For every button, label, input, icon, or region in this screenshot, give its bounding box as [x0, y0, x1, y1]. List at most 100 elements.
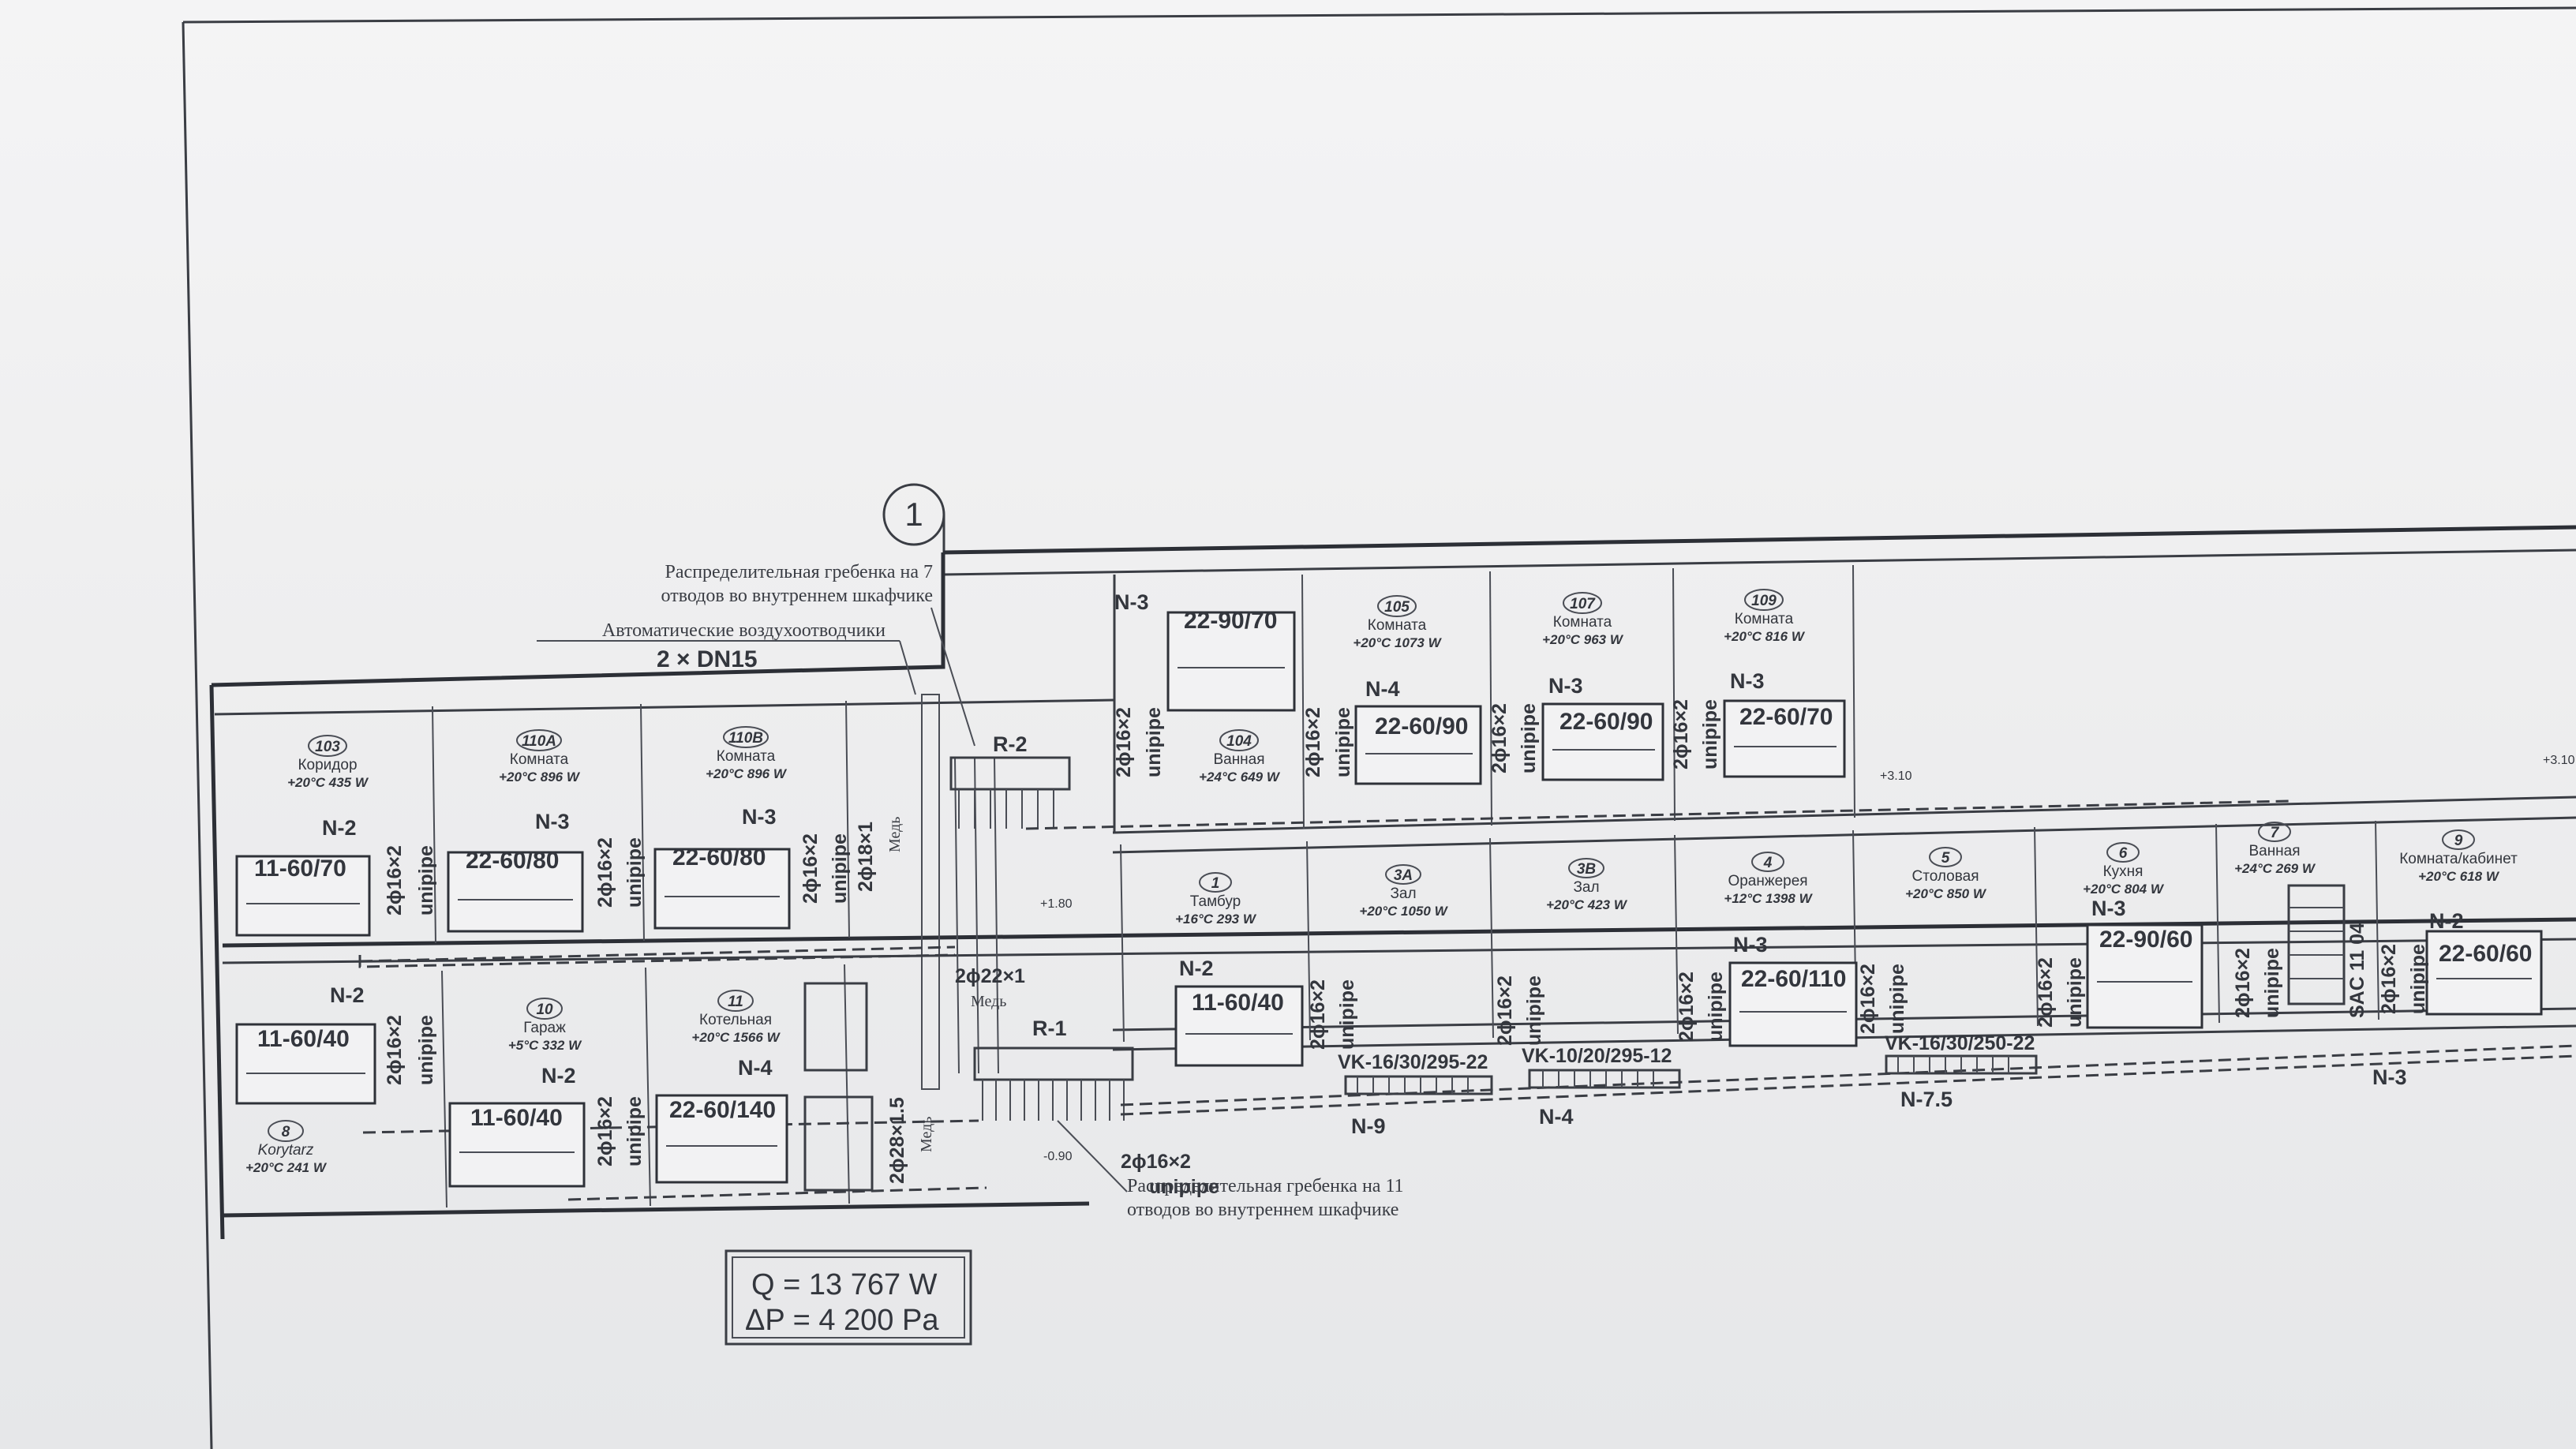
radiator-k: N-2 11-60/40 [1174, 957, 1304, 1067]
svg-text:N-3: N-3 [742, 805, 777, 829]
svg-text:N-2: N-2 [322, 816, 357, 840]
svg-text:22-60/140: 22-60/140 [669, 1097, 776, 1123]
svg-text:+20°C 618 W: +20°C 618 W [2418, 869, 2500, 884]
radiator-e: N-4 22-60/90 [1354, 677, 1482, 785]
svg-text:Гараж: Гараж [523, 1020, 566, 1036]
air-vents-note: Автоматические воздухоотводчики [602, 620, 886, 641]
svg-text:8: 8 [282, 1124, 290, 1140]
svg-text:unipipe: unipipe [1143, 707, 1165, 777]
upper-row-top [214, 698, 1115, 716]
svg-text:Комната: Комната [1553, 614, 1612, 631]
supply-line-lower [1120, 1044, 2576, 1106]
svg-text:11: 11 [728, 994, 743, 1010]
svg-text:N-2: N-2 [330, 983, 365, 1007]
svg-text:3A: 3A [1394, 867, 1413, 884]
divider [1489, 571, 1492, 826]
svg-text:2ϕ16×2: 2ϕ16×2 [1494, 975, 1516, 1046]
svg-text:N-3: N-3 [2372, 1065, 2407, 1089]
tank-symbol [803, 1095, 874, 1192]
divider [844, 964, 850, 1204]
svg-text:unipipe: unipipe [2064, 957, 2086, 1028]
room-4: 4 Оранжерея +12°C 1398 W [1724, 852, 1814, 906]
radiator-c: N-3 22-60/80 [653, 805, 791, 930]
svg-text:unipipe: unipipe [829, 833, 851, 904]
manifold-r2: R-2 [949, 732, 1071, 829]
svg-text:22-90/60: 22-90/60 [2099, 927, 2192, 953]
elevation-mark: +1.80 [1040, 897, 1073, 911]
svg-text:N-3: N-3 [535, 810, 570, 833]
svg-text:+20°C 963 W: +20°C 963 W [1542, 632, 1624, 647]
leader-line [1057, 1120, 1128, 1193]
divider [1852, 564, 1855, 818]
svg-text:2ϕ16×2: 2ϕ16×2 [1676, 972, 1698, 1042]
svg-text:22-90/70: 22-90/70 [1184, 608, 1277, 634]
divider [1489, 837, 1494, 1039]
svg-text:4: 4 [1763, 855, 1773, 871]
svg-text:unipipe: unipipe [415, 845, 437, 915]
svg-text:2ϕ16×2: 2ϕ16×2 [1307, 979, 1329, 1050]
room-10: 10 Гараж +5°C 332 W [508, 998, 582, 1053]
radiator-f: N-3 22-60/90 [1541, 674, 1664, 781]
manifold-r1: R-1 [973, 1017, 1134, 1121]
svg-text:+5°C 332 W: +5°C 332 W [508, 1038, 582, 1053]
svg-text:+24°C 269 W: +24°C 269 W [2234, 861, 2316, 876]
manifold-r2-label: R-2 [993, 732, 1028, 756]
manifold-7-note-line1: Распределительная гребенка на 7 [665, 562, 933, 582]
convector-1: VK-16/30/295-22 N-9 [1338, 1051, 1493, 1138]
divider [1120, 844, 1125, 1043]
svg-text:+24°C 649 W: +24°C 649 W [1199, 769, 1281, 784]
svg-text:11-60/40: 11-60/40 [257, 1026, 350, 1052]
return-line [359, 945, 956, 963]
svg-text:Комната: Комната [510, 751, 569, 768]
svg-text:+20°C 435 W: +20°C 435 W [287, 775, 369, 790]
radiator-a: N-2 11-60/70 [235, 816, 371, 937]
svg-text:105: 105 [1384, 599, 1410, 616]
svg-text:Оранжерея: Оранжерея [1728, 873, 1807, 889]
svg-text:unipipe: unipipe [623, 837, 646, 908]
svg-text:Korytarz: Korytarz [258, 1142, 314, 1159]
building-upper-wall-inner [942, 549, 2576, 576]
svg-text:11-60/70: 11-60/70 [254, 856, 346, 882]
svg-text:N-9: N-9 [1351, 1114, 1386, 1138]
pressure-drop: ΔP = 4 200 Pa [745, 1304, 939, 1337]
room-109: 109 Комната +20°C 816 W [1724, 589, 1806, 644]
towel-rail: SAC 11 04 N-3 [2287, 884, 2407, 1089]
room-107: 107 Комната +20°C 963 W [1542, 592, 1624, 647]
svg-text:11-60/40: 11-60/40 [1192, 990, 1284, 1016]
pipe-unipipe-label: unipipe [1149, 1176, 1219, 1198]
svg-text:N-3: N-3 [1114, 590, 1149, 614]
room-8: 8 Korytarz +20°C 241 W [245, 1120, 328, 1175]
radiator-j: N-4 22-60/140 [655, 1056, 788, 1184]
svg-text:+20°C 241 W: +20°C 241 W [245, 1160, 328, 1175]
room-11: 11 Котельная +20°C 1566 W [691, 990, 781, 1045]
svg-text:Ванная: Ванная [2248, 843, 2300, 859]
radiator-b: N-3 22-60/80 [447, 810, 584, 933]
room-9: 9 Комната/кабинет +20°C 618 W [2399, 829, 2518, 884]
pipe-p22-label: 2ϕ22×1 [955, 965, 1025, 987]
svg-text:109: 109 [1751, 593, 1777, 609]
divider [432, 706, 436, 944]
building-upper-wall [942, 525, 2576, 555]
elevation-mark: -0.90 [1043, 1150, 1073, 1163]
supply-line [1025, 799, 2290, 830]
svg-text:unipipe: unipipe [415, 1015, 437, 1085]
svg-text:N-2: N-2 [541, 1064, 576, 1088]
svg-text:unipipe: unipipe [1699, 699, 1721, 769]
svg-text:22-60/70: 22-60/70 [1739, 704, 1833, 730]
dn-note: 2 × DN15 [657, 646, 758, 672]
svg-text:2ϕ16×2: 2ϕ16×2 [384, 845, 406, 915]
svg-text:+20°C 816 W: +20°C 816 W [1724, 629, 1806, 644]
elevation-mark: +3.10 [2543, 754, 2575, 767]
svg-text:N-4: N-4 [1539, 1105, 1574, 1129]
manifold-11-note-line2: отводов во внутреннем шкафчике [1127, 1200, 1398, 1220]
svg-text:2ϕ16×2: 2ϕ16×2 [1670, 699, 1692, 769]
svg-text:110A: 110A [522, 733, 556, 750]
svg-text:unipipe: unipipe [2407, 944, 2429, 1014]
svg-text:Зал: Зал [1390, 886, 1416, 902]
svg-text:unipipe: unipipe [1523, 975, 1545, 1046]
divider [640, 703, 645, 942]
divider [2034, 826, 2039, 1027]
svg-text:N-4: N-4 [738, 1056, 773, 1080]
svg-text:Комната: Комната [717, 748, 776, 765]
svg-text:6: 6 [2119, 845, 2128, 862]
